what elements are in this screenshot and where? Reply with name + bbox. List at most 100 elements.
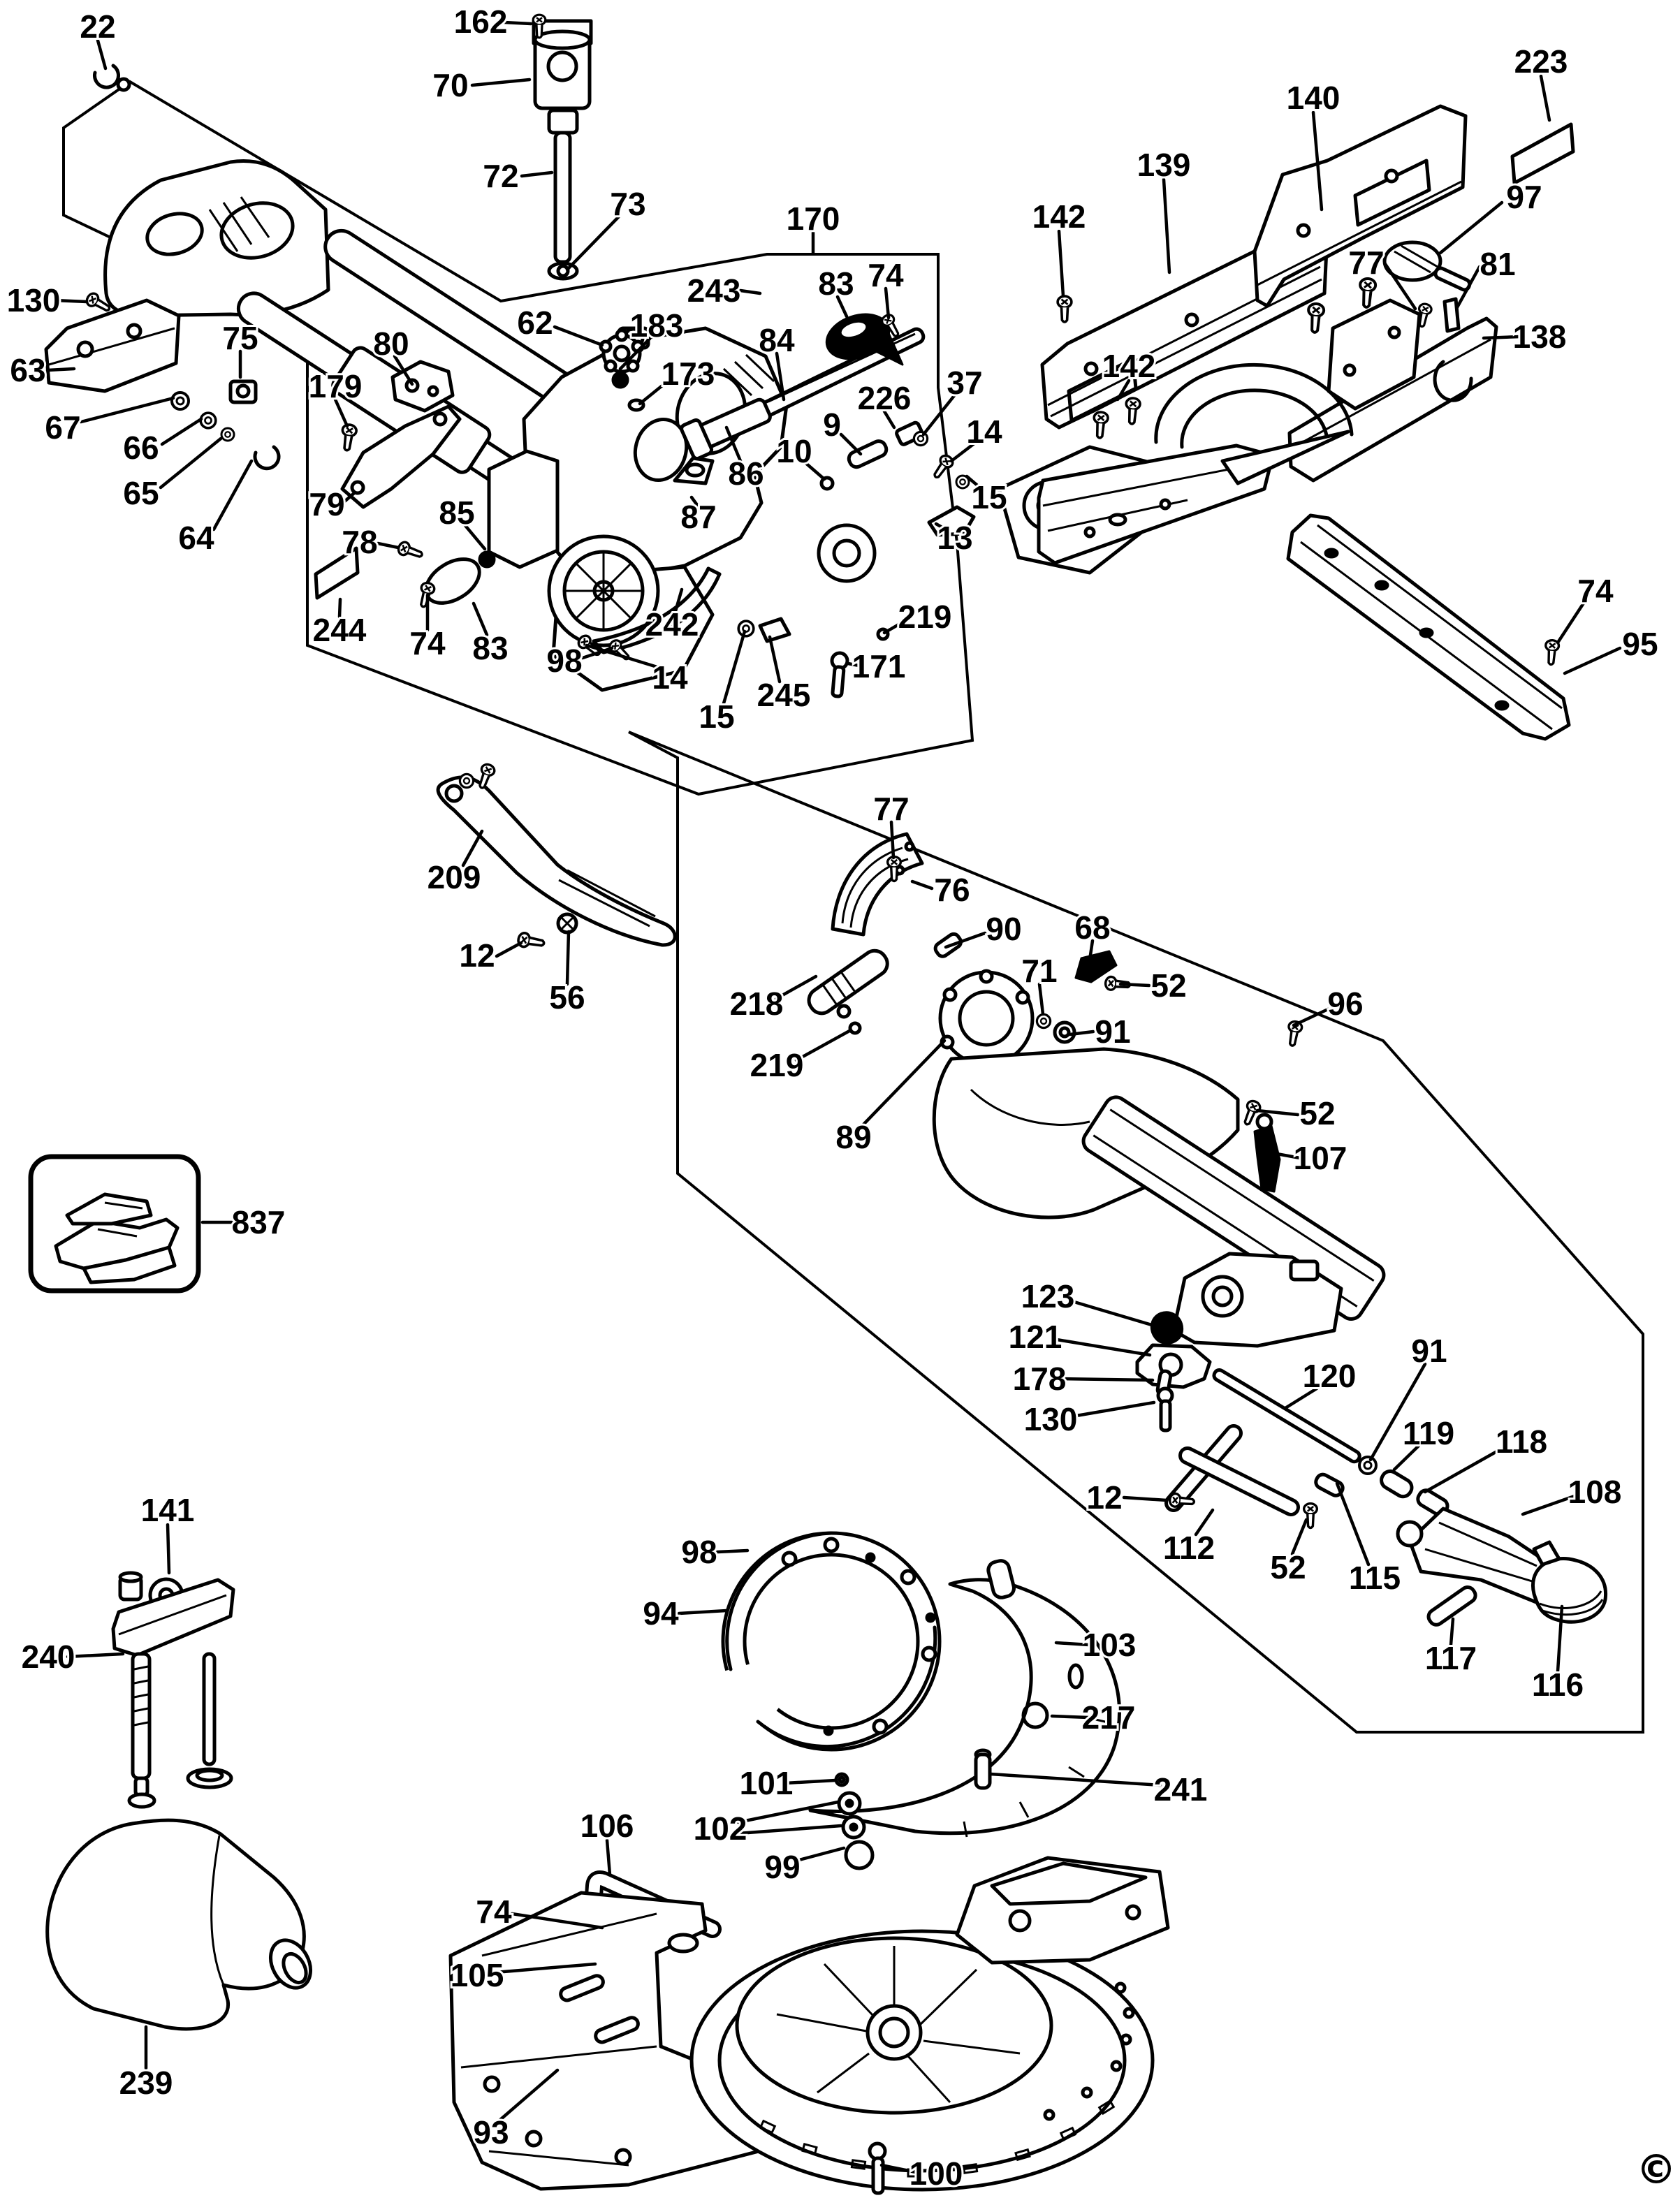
leader-line-15	[965, 474, 983, 490]
leader-line-98	[580, 646, 614, 660]
leader-line-98	[715, 1548, 750, 1554]
leader-line-14	[949, 441, 977, 463]
bevel-lock-108	[1396, 1507, 1608, 1627]
part-label-13-71: 13	[937, 520, 972, 556]
part-label-117-85: 117	[1425, 1640, 1477, 1676]
leader-line-219	[882, 618, 908, 635]
nut-56	[556, 912, 578, 935]
part-label-80-21: 80	[373, 325, 409, 362]
part-label-78-30: 78	[342, 524, 377, 560]
leader-line-52	[1118, 982, 1151, 988]
leader-line-83	[835, 295, 849, 318]
bolt-86	[680, 397, 772, 461]
leader-line-74	[1556, 600, 1586, 645]
ring-64	[253, 445, 281, 471]
part-label-140-10: 140	[1287, 80, 1341, 116]
latch-107	[1253, 1113, 1281, 1193]
part-label-52-51: 52	[1151, 967, 1186, 1004]
part-label-72-3: 72	[483, 158, 518, 194]
sleeve-119	[1380, 1469, 1414, 1499]
leader-line-118	[1423, 1446, 1504, 1494]
part-label-98-34: 98	[546, 643, 582, 679]
leader-line-76	[910, 879, 934, 891]
part-label-243-6: 243	[687, 272, 741, 309]
guard-wire-242	[592, 566, 722, 664]
leader-line-112	[1194, 1508, 1215, 1537]
leader-line-209	[461, 829, 484, 867]
leader-line-115	[1335, 1481, 1371, 1567]
leader-line-102	[736, 1800, 840, 1824]
part-label-240-91: 240	[22, 1639, 75, 1675]
leader-line-244	[337, 597, 342, 619]
star-knob-62	[599, 328, 645, 389]
part-label-65-24: 65	[123, 475, 159, 511]
leader-line-77	[1383, 262, 1417, 311]
leader-line-106	[605, 1838, 612, 1877]
part-label-93-101: 93	[473, 2114, 509, 2151]
leader-line-100	[879, 2163, 918, 2174]
clip-81	[1442, 297, 1461, 333]
leader-line-108	[1521, 1494, 1577, 1516]
part-label-179-26: 179	[309, 368, 363, 404]
part-label-15-70: 15	[971, 479, 1007, 515]
kerf-plate-95	[1286, 513, 1571, 741]
leader-line-74	[884, 286, 891, 320]
part-label-83-33: 83	[472, 630, 508, 666]
leader-line-81	[1455, 265, 1482, 309]
part-label-226-65: 226	[858, 380, 912, 416]
leader-line-63	[45, 367, 76, 372]
part-label-115-84: 115	[1349, 1560, 1401, 1596]
part-label-106-96: 106	[580, 1808, 634, 1844]
part-label-173-62: 173	[662, 356, 715, 392]
brush-cap-85	[478, 550, 496, 569]
part-label-95-42: 95	[1622, 626, 1658, 662]
leader-line-37	[921, 392, 958, 437]
part-label-97-12: 97	[1506, 179, 1542, 215]
part-label-62-60: 62	[517, 305, 553, 341]
retaining-clip-22	[93, 64, 131, 92]
leader-line-84	[775, 351, 786, 402]
part-label-73-4: 73	[610, 186, 645, 222]
part-label-66-23: 66	[123, 430, 159, 466]
part-label-37-66: 37	[947, 365, 982, 401]
leader-line-12	[495, 941, 523, 958]
pin-241	[974, 1748, 992, 1790]
leader-line-89	[861, 1039, 947, 1127]
leader-line-65	[159, 437, 223, 490]
guard-ring-94	[706, 1531, 942, 1754]
part-label-218-53: 218	[730, 986, 784, 1022]
bolt-130b	[1156, 1386, 1174, 1433]
part-label-12-81: 12	[1086, 1479, 1122, 1516]
ring-217	[1021, 1701, 1049, 1729]
part-label-74-32: 74	[409, 625, 446, 661]
part-label-118-79: 118	[1496, 1423, 1547, 1460]
leader-line-245	[768, 635, 782, 684]
part-label-245-38: 245	[757, 677, 811, 713]
part-label-112-82: 112	[1163, 1530, 1215, 1566]
part-label-74-8: 74	[868, 257, 904, 293]
leader-line-242	[673, 587, 684, 613]
part-label-94-89: 94	[643, 1595, 679, 1632]
part-label-223-11: 223	[1514, 43, 1568, 80]
leader-line-142	[1116, 379, 1131, 402]
bolt-171	[830, 651, 849, 698]
leader-line-178	[1059, 1377, 1155, 1382]
leader-line-52	[1255, 1108, 1300, 1117]
leader-line-138	[1482, 335, 1522, 340]
part-label-242-35: 242	[645, 606, 699, 643]
leader-line-15	[722, 629, 747, 705]
part-label-107-58: 107	[1294, 1140, 1347, 1176]
part-label-171-39: 171	[852, 648, 906, 684]
leader-line-162	[502, 20, 533, 26]
leader-line-96	[1292, 1007, 1330, 1027]
part-label-83-7: 83	[818, 265, 854, 302]
part-label-219-40: 219	[898, 599, 952, 635]
leader-line-117	[1449, 1617, 1455, 1647]
part-label-241-97: 241	[1154, 1771, 1208, 1808]
leader-line-12	[1122, 1495, 1169, 1502]
part-label-239-100: 239	[119, 2065, 173, 2101]
leader-line-70	[470, 78, 532, 87]
part-label-142-17: 142	[1102, 348, 1156, 384]
